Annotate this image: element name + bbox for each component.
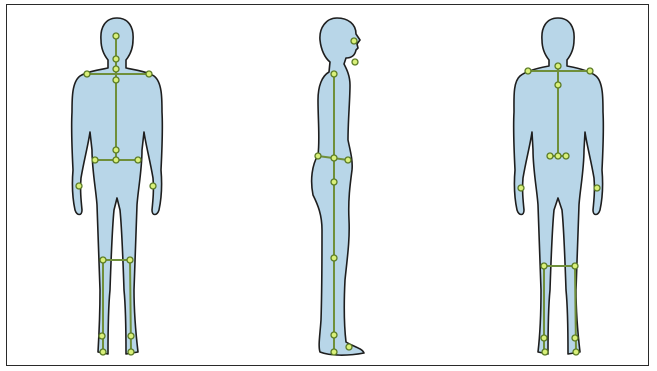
back-joint-heel-right bbox=[573, 349, 579, 355]
front-joint-hip-left bbox=[92, 157, 98, 163]
side-body-silhouette bbox=[312, 18, 364, 355]
side-joint-buttock bbox=[331, 179, 337, 185]
front-joint-foot-right bbox=[128, 349, 134, 355]
back-joint-knee-right bbox=[572, 263, 578, 269]
back-joint-neck bbox=[555, 63, 561, 69]
front-view-figure bbox=[72, 18, 163, 355]
front-joint-waist bbox=[113, 147, 119, 153]
back-joint-hip-right bbox=[563, 153, 569, 159]
back-joint-knee-left bbox=[541, 263, 547, 269]
front-joint-shoulder-right bbox=[146, 71, 152, 77]
side-joint-knee bbox=[331, 255, 337, 261]
front-joint-hip-center bbox=[113, 157, 119, 163]
back-joint-upper-back bbox=[555, 82, 561, 88]
front-joint-ankle-right bbox=[128, 333, 134, 339]
back-view-figure bbox=[514, 18, 604, 355]
front-joint-neck bbox=[113, 66, 119, 72]
side-joint-shoulder bbox=[331, 71, 337, 77]
front-joint-knee-right bbox=[127, 257, 133, 263]
back-joint-shoulder-right bbox=[587, 68, 593, 74]
side-joint-hip-front bbox=[345, 157, 351, 163]
front-joint-chest bbox=[113, 77, 119, 83]
side-joint-hip-back bbox=[315, 153, 321, 159]
side-joint-heel bbox=[331, 349, 337, 355]
front-joint-wrist-right bbox=[150, 183, 156, 189]
front-joint-head-top bbox=[113, 33, 119, 39]
front-joint-ankle-left bbox=[99, 333, 105, 339]
back-joint-shoulder-left bbox=[525, 68, 531, 74]
back-joint-ankle-left bbox=[541, 335, 547, 341]
back-joint-hip-left bbox=[547, 153, 553, 159]
back-joint-wrist-left bbox=[518, 185, 524, 191]
front-joint-shoulder-left bbox=[84, 71, 90, 77]
back-joint-hip-center bbox=[555, 153, 561, 159]
side-joint-hip-center bbox=[331, 155, 337, 161]
front-joint-wrist-left bbox=[76, 183, 82, 189]
side-joint-ankle bbox=[331, 332, 337, 338]
front-joint-hip-right bbox=[135, 157, 141, 163]
side-joint-chin bbox=[352, 59, 358, 65]
front-joint-foot-left bbox=[100, 349, 106, 355]
back-joint-heel-left bbox=[542, 349, 548, 355]
side-view-figure bbox=[312, 18, 364, 355]
back-joint-wrist-right bbox=[594, 185, 600, 191]
side-joint-toe bbox=[346, 344, 352, 350]
front-joint-chin bbox=[113, 56, 119, 62]
front-joint-knee-left bbox=[100, 257, 106, 263]
side-joint-eye bbox=[351, 38, 357, 44]
back-joint-ankle-right bbox=[572, 335, 578, 341]
